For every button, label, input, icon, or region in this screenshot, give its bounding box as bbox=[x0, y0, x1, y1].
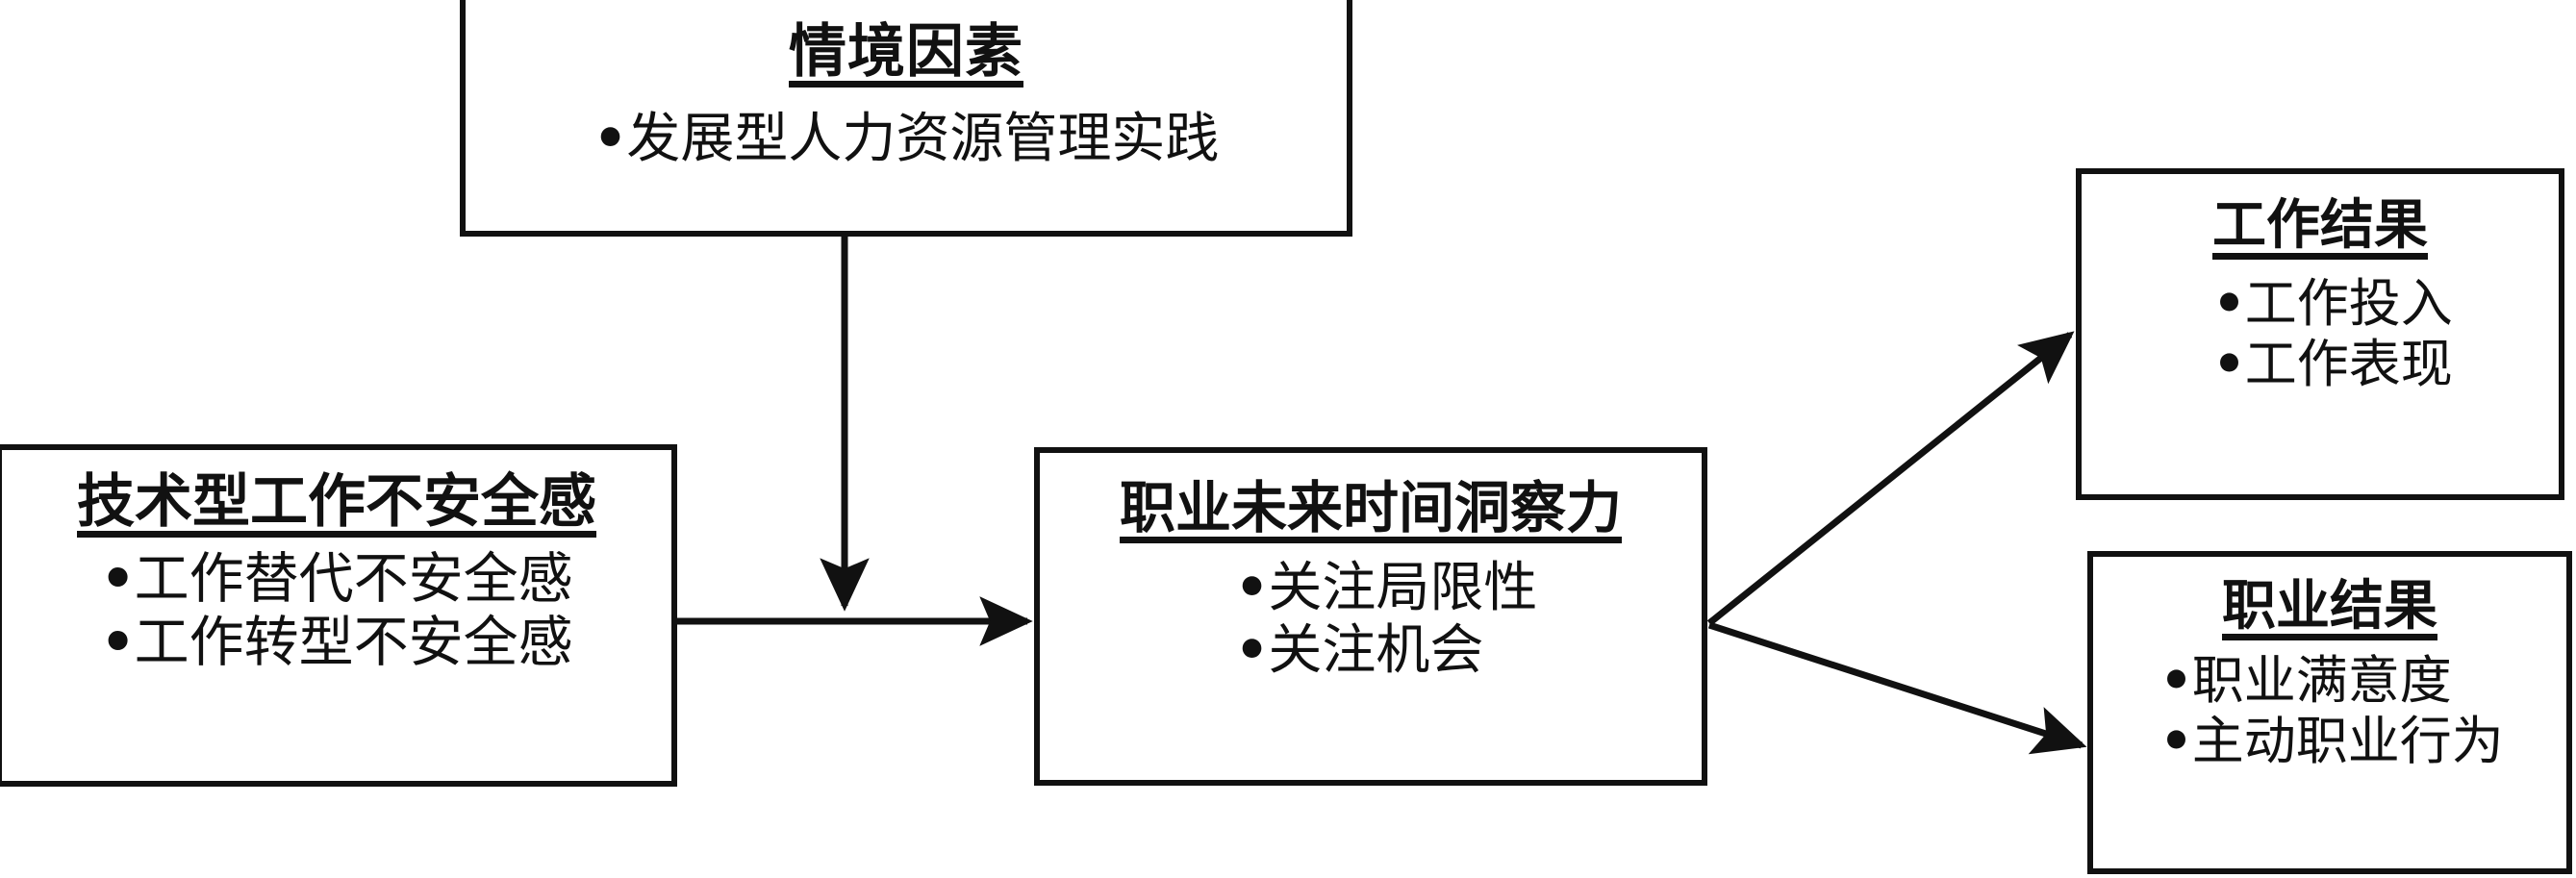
list-item: •工作替代不安全感 bbox=[100, 547, 572, 611]
node-future-time-perspective: 职业未来时间洞察力 •关注局限性 •关注机会 bbox=[1034, 447, 1707, 786]
node-career-outcome-bullets: •职业满意度 •主动职业行为 bbox=[2156, 651, 2503, 771]
list-item-label: 关注局限性 bbox=[1268, 556, 1538, 619]
node-future-time-perspective-bullets: •关注局限性 •关注机会 bbox=[1204, 556, 1538, 683]
bullet-dot-icon: • bbox=[593, 107, 628, 170]
bullet-dot-icon: • bbox=[1234, 556, 1270, 619]
list-item: •关注局限性 bbox=[1234, 556, 1538, 620]
edge-perspective-to-work-outcome bbox=[1706, 331, 2075, 626]
bullet-dot-icon: • bbox=[2159, 650, 2193, 712]
list-item: •关注机会 bbox=[1234, 618, 1538, 683]
edge-perspective-to-career-outcome bbox=[1707, 621, 2087, 755]
node-tech-job-insecurity-bullets: •工作替代不安全感 •工作转型不安全感 bbox=[100, 547, 572, 674]
bullet-dot-icon: • bbox=[2159, 711, 2193, 772]
node-work-outcome: 工作结果 •工作投入 •工作表现 bbox=[2076, 168, 2564, 500]
node-tech-job-insecurity: 技术型工作不安全感 •工作替代不安全感 •工作转型不安全感 bbox=[0, 444, 677, 787]
list-item-label: 工作表现 bbox=[2244, 334, 2453, 395]
bullet-dot-icon: • bbox=[2212, 273, 2246, 335]
node-context-title: 情境因素 bbox=[789, 18, 1023, 86]
list-item: •主动职业行为 bbox=[2159, 711, 2504, 772]
list-item-label: 发展型人力资源管理实践 bbox=[626, 107, 1220, 170]
list-item-label: 工作转型不安全感 bbox=[134, 610, 573, 674]
list-item: •职业满意度 bbox=[2159, 651, 2503, 712]
node-context: 情境因素 •发展型人力资源管理实践 bbox=[460, 0, 1352, 237]
list-item-label: 关注机会 bbox=[1268, 618, 1484, 682]
bullet-dot-icon: • bbox=[100, 546, 136, 611]
node-work-outcome-bullets: •工作投入 •工作表现 bbox=[2187, 274, 2452, 394]
node-work-outcome-title: 工作结果 bbox=[2212, 194, 2428, 257]
list-item-label: 工作投入 bbox=[2244, 273, 2453, 335]
list-item: •工作投入 bbox=[2212, 274, 2452, 335]
list-item-label: 工作替代不安全感 bbox=[134, 546, 573, 611]
bullet-dot-icon: • bbox=[1234, 618, 1270, 682]
list-item-label: 职业满意度 bbox=[2191, 650, 2452, 712]
list-item: •发展型人力资源管理实践 bbox=[593, 107, 1220, 171]
list-item-label: 主动职业行为 bbox=[2191, 711, 2504, 772]
node-career-outcome: 职业结果 •职业满意度 •主动职业行为 bbox=[2087, 551, 2572, 874]
bullet-dot-icon: • bbox=[100, 610, 136, 674]
list-item: •工作转型不安全感 bbox=[100, 611, 572, 674]
node-tech-job-insecurity-title: 技术型工作不安全感 bbox=[77, 468, 596, 536]
node-career-outcome-title: 职业结果 bbox=[2222, 575, 2437, 638]
node-future-time-perspective-title: 职业未来时间洞察力 bbox=[1119, 475, 1622, 540]
list-item: •工作表现 bbox=[2212, 334, 2453, 395]
node-context-bullets: •发展型人力资源管理实践 bbox=[593, 107, 1220, 171]
bullet-dot-icon: • bbox=[2212, 334, 2246, 395]
